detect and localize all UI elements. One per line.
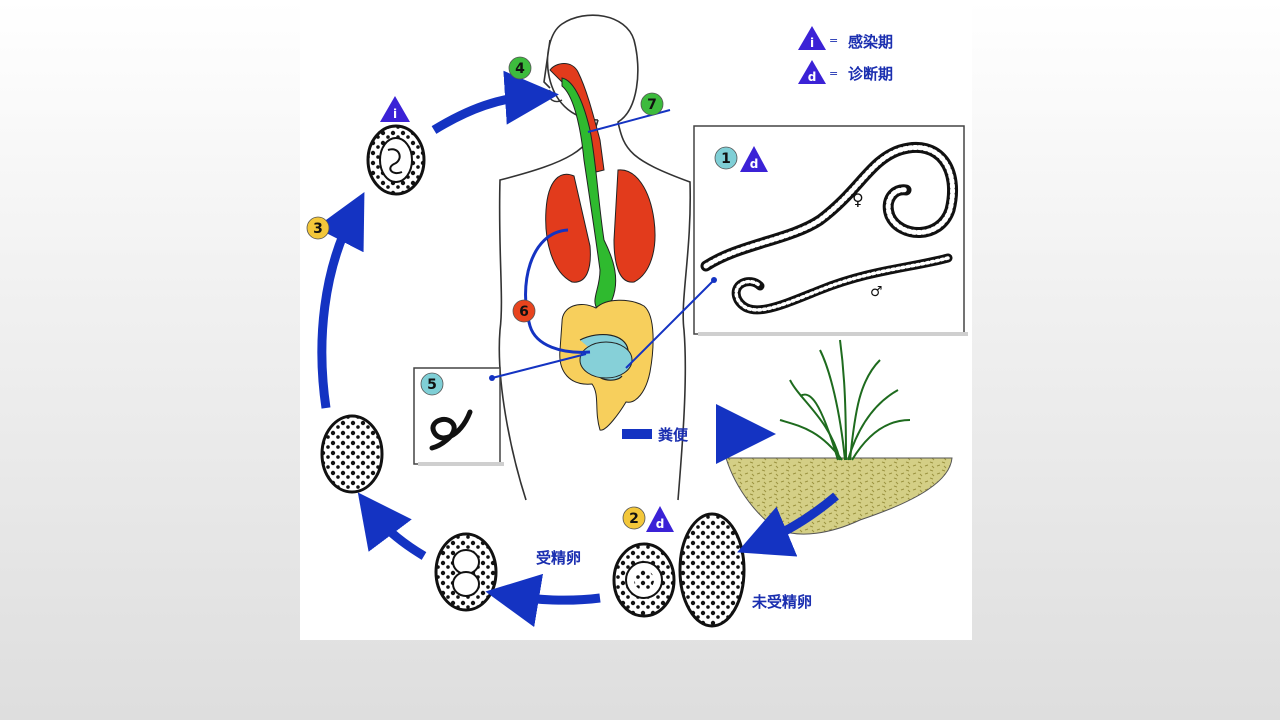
step-3-badge: 3 (306, 216, 330, 240)
svg-text:1: 1 (721, 151, 731, 167)
legend-infective-label: 感染期 (848, 33, 893, 51)
diagnostic-triangle-icon (798, 60, 826, 84)
step-2-badge: 2 d (622, 506, 674, 532)
arrow-to-infective-egg (315, 192, 365, 409)
unfertilized-egg (678, 512, 746, 628)
adult-worms-panel: ♀ ♂ (625, 125, 968, 369)
legend-diagnostic: d = 诊断期 (798, 60, 893, 84)
step-1-badge: 1 d (714, 146, 768, 172)
diagnostic-marker-icon (646, 506, 674, 532)
step-7-circle (640, 92, 664, 116)
infective-triangle-icon (798, 26, 826, 50)
unfertilized-egg-label: 未受精卵 (751, 593, 812, 611)
eggs (320, 124, 746, 628)
larva (429, 409, 473, 451)
arrow-soil-to-eggs (737, 492, 839, 557)
larva-panel (413, 353, 587, 466)
svg-text:5: 5 (427, 377, 437, 393)
arrow-to-two-cell-egg (485, 573, 601, 628)
diagram-canvas: ♀ ♂ (306, 14, 968, 628)
svg-text:d: d (750, 157, 759, 171)
worm-pointer-line (625, 279, 715, 369)
legend: i = 感染期 d = 诊断期 (798, 26, 893, 84)
step-2-circle (622, 506, 646, 530)
svg-text:7: 7 (647, 97, 657, 113)
svg-text:d: d (656, 517, 665, 531)
step-1-circle (714, 146, 738, 170)
diagnostic-marker-icon (740, 146, 768, 172)
feces-arrow-tail (622, 429, 652, 439)
fertilized-egg-label: 受精卵 (536, 549, 581, 567)
organs (545, 63, 656, 431)
step-4-badge: 4 (508, 56, 532, 80)
feces-label: 粪便 (658, 426, 689, 444)
soil-with-grass (725, 339, 953, 535)
svg-text:4: 4 (515, 61, 525, 77)
step-5-badge: 5 (420, 372, 444, 396)
infective-marker-icon (380, 96, 410, 122)
female-symbol: ♀ (852, 190, 864, 209)
svg-text:d: d (808, 70, 817, 84)
svg-text:3: 3 (313, 221, 323, 237)
step-4-circle (508, 56, 532, 80)
step-3-circle (306, 216, 330, 240)
grass (779, 339, 911, 461)
arrow-to-mouth (431, 70, 559, 134)
svg-text:i: i (810, 36, 814, 50)
svg-text:i: i (393, 107, 397, 121)
larva-pointer-line (491, 353, 587, 379)
developing-egg (320, 414, 384, 494)
legend-infective: i = 感染期 (798, 26, 893, 51)
legend-diagnostic-label: 诊断期 (848, 65, 893, 83)
cycle-arrows (315, 70, 839, 628)
infective-marker: i (380, 96, 410, 122)
svg-text:2: 2 (629, 511, 639, 527)
step-6-badge: 6 (512, 299, 536, 323)
svg-text:=: = (829, 34, 838, 47)
step-5-circle (420, 372, 444, 396)
step-6-circle (512, 299, 536, 323)
male-symbol: ♂ (870, 284, 883, 300)
svg-text:6: 6 (519, 304, 529, 320)
svg-text:=: = (829, 67, 838, 80)
ascaris-life-cycle-diagram: ♀ ♂ (300, 0, 972, 640)
step-7-badge: 7 (640, 92, 664, 116)
arrow-to-developing-egg (357, 492, 427, 560)
